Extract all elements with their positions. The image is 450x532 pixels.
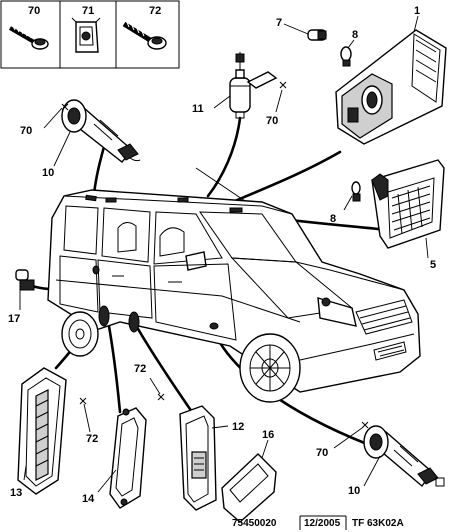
fastener-marks	[61, 81, 369, 429]
switch-12	[179, 405, 217, 511]
callout-1: 1	[414, 5, 420, 17]
lamp-5	[371, 159, 445, 249]
reference-number: 75450020	[232, 518, 277, 529]
bulb-7	[307, 29, 327, 41]
drawing-reference: 75450020 12/2005 TF 63K02A	[232, 515, 404, 530]
rear-wheel	[61, 311, 99, 357]
lamp-14	[109, 407, 147, 509]
callout-8-lower: 8	[330, 213, 336, 225]
callout-17: 17	[8, 313, 20, 325]
callout-72-left: 72	[86, 433, 98, 445]
screw-icon	[122, 19, 167, 50]
callout-11: 11	[192, 103, 204, 115]
unit-11	[229, 52, 278, 119]
dome-lamp-1	[335, 29, 447, 145]
callout-5: 5	[430, 259, 436, 271]
bulb-8-lower	[351, 181, 361, 202]
bulb-holder-17	[15, 269, 41, 291]
bulb-8-upper	[340, 46, 352, 67]
callout-8-upper: 8	[352, 29, 358, 41]
clip-nut-icon	[71, 17, 101, 53]
callout-10-bottom: 10	[348, 485, 360, 497]
callout-70-top: 70	[20, 125, 32, 137]
vehicle	[47, 189, 421, 403]
lamp-assembly-10-top	[61, 99, 141, 163]
hardware-box: 70 71 72	[0, 0, 180, 69]
callout-16: 16	[262, 429, 274, 441]
reference-code: TF 63K02A	[352, 518, 404, 529]
callout-70-unit: 70	[266, 115, 278, 127]
lamp-assembly-10-bottom	[363, 425, 445, 488]
leader-lines	[19, 15, 429, 493]
lens-16	[221, 453, 277, 523]
callout-14: 14	[82, 493, 95, 505]
callout-72-center: 72	[134, 363, 146, 375]
hardware-label-72: 72	[149, 5, 161, 17]
front-wheel	[239, 333, 301, 403]
callout-10-top: 10	[42, 167, 54, 179]
screw-icon	[8, 23, 49, 50]
hardware-label-70: 70	[28, 5, 40, 17]
callout-12: 12	[232, 421, 244, 433]
lamp-13	[17, 367, 67, 495]
reference-date: 12/2005	[304, 518, 341, 529]
callout-70-bottom: 70	[316, 447, 328, 459]
callout-13: 13	[10, 487, 22, 499]
hardware-label-71: 71	[82, 5, 94, 17]
callout-labels: 1 5 7 8 8 11 70 70 10 17 13 14 12 16 72 …	[8, 5, 436, 505]
callout-7: 7	[276, 17, 282, 29]
